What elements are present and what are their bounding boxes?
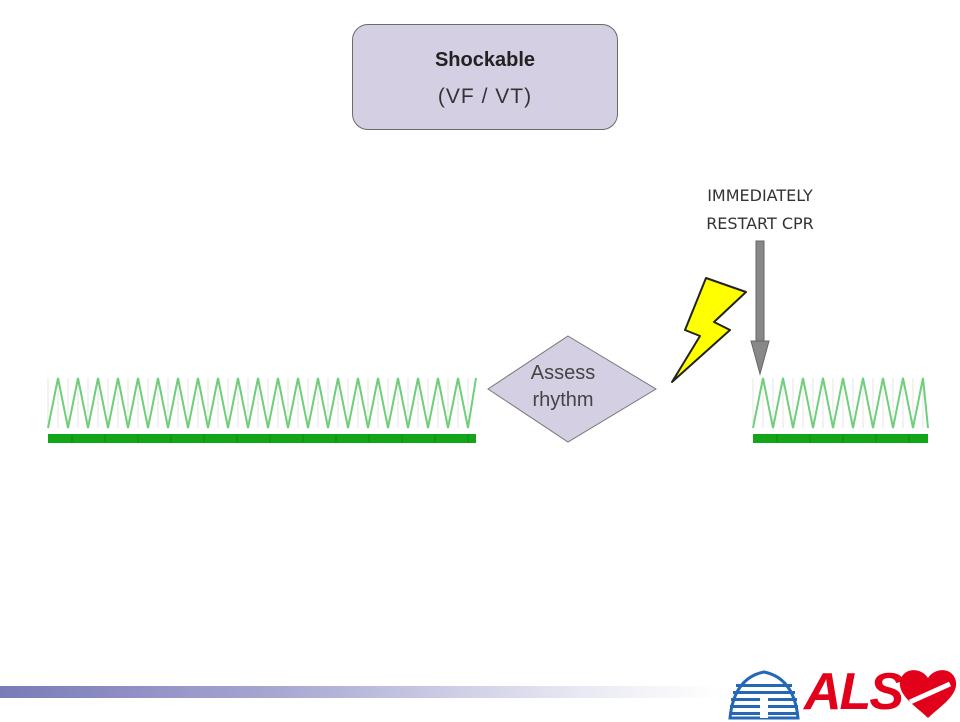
shockable-box: Shockable (VF / VT): [352, 24, 618, 130]
assess-rhythm-diamond: [487, 335, 657, 443]
cpr-baseline-bar: [753, 434, 928, 443]
down-arrow-icon: [750, 240, 770, 376]
cpr-strip-left: [47, 377, 477, 443]
cpr-wave: [752, 377, 929, 429]
cpr-wave: [47, 377, 477, 429]
callout-line-1: IMMEDIATELY: [707, 186, 813, 205]
callout-line-2: RESTART CPR: [706, 214, 814, 233]
als-logo-text: ALS: [804, 663, 904, 721]
als-logo: ALS: [724, 663, 960, 721]
decision-line-1: Assess: [530, 362, 596, 384]
als-logo-emblem: [728, 670, 957, 720]
shockable-subtitle: (VF / VT): [437, 85, 533, 108]
shockable-title: Shockable: [434, 49, 536, 71]
cpr-strip-right: [752, 377, 929, 443]
assess-rhythm-label: Assess rhythm: [503, 360, 623, 414]
lightning-bolt-icon: [671, 277, 747, 383]
decision-line-2: rhythm: [532, 389, 594, 411]
restart-cpr-callout: IMMEDIATELY RESTART CPR: [650, 182, 870, 238]
cpr-baseline-bar: [48, 434, 476, 443]
footer-gradient-bar: [0, 686, 720, 698]
